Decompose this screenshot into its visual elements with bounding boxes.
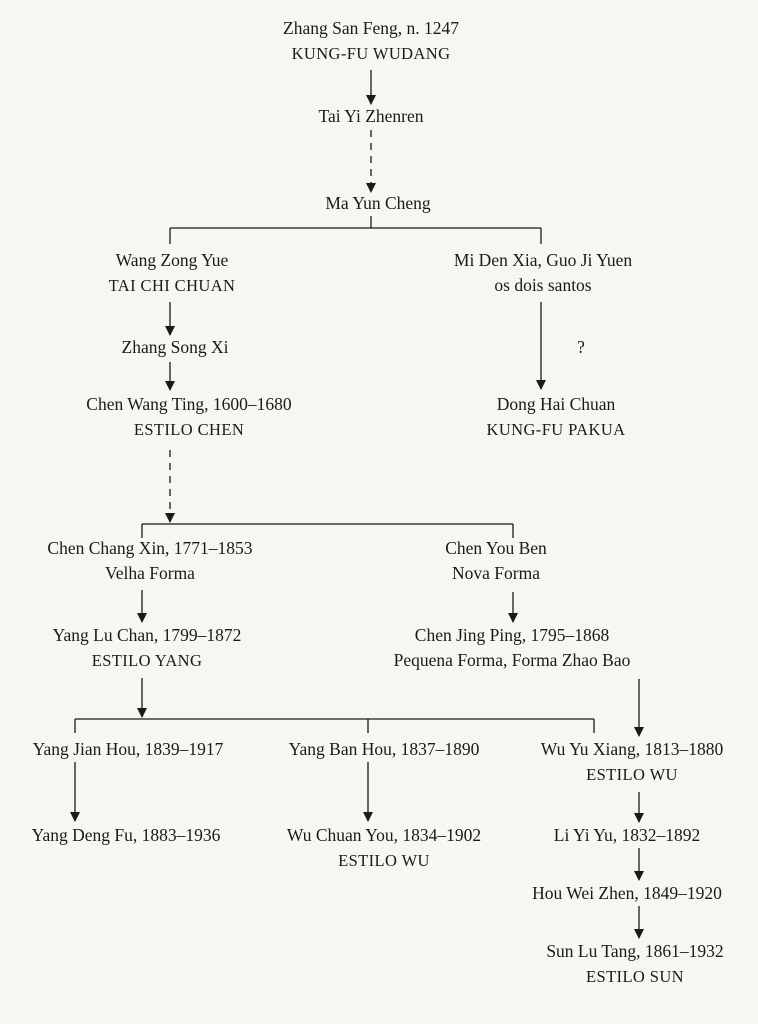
node-unknown: ?: [577, 335, 585, 360]
node-name: Dong Hai Chuan: [496, 394, 616, 414]
node-name: Yang Ban Hou, 1837–1890: [288, 739, 480, 759]
node-style: ESTILO CHEN: [133, 420, 245, 439]
node-name: Hou Wei Zhen, 1849–1920: [532, 883, 722, 903]
node-mi-den-xia: Mi Den Xia, Guo Ji Yuen os dois santos: [454, 248, 632, 298]
node-sun-lu-tang: Sun Lu Tang, 1861–1932 ESTILO SUN: [546, 939, 723, 989]
node-style: ESTILO YANG: [91, 651, 203, 670]
node-form: Pequena Forma, Forma Zhao Bao: [393, 650, 631, 670]
node-name: Chen Chang Xin, 1771–1853: [47, 538, 253, 558]
node-yang-jian-hou: Yang Jian Hou, 1839–1917: [33, 737, 224, 762]
node-ma-yun-cheng: Ma Yun Cheng: [325, 191, 430, 216]
node-chen-wang-ting: Chen Wang Ting, 1600–1680 ESTILO CHEN: [86, 392, 291, 442]
node-style: TAI CHI CHUAN: [108, 276, 236, 295]
node-wang-zong-yue: Wang Zong Yue TAI CHI CHUAN: [109, 248, 236, 298]
node-name: Yang Lu Chan, 1799–1872: [52, 625, 242, 645]
node-hou-wei-zhen: Hou Wei Zhen, 1849–1920: [532, 881, 722, 906]
node-name: Chen You Ben: [445, 538, 547, 558]
node-name: Li Yi Yu, 1832–1892: [553, 825, 701, 845]
node-zhang-san-feng: Zhang San Feng, n. 1247 KUNG-FU WUDANG: [283, 16, 459, 66]
node-name: ?: [577, 337, 585, 357]
node-chen-jing-ping: Chen Jing Ping, 1795–1868 Pequena Forma,…: [394, 623, 631, 673]
node-name: Chen Jing Ping, 1795–1868: [414, 625, 610, 645]
node-style: ESTILO WU: [586, 765, 678, 784]
node-name: Yang Jian Hou, 1839–1917: [32, 739, 224, 759]
node-name: Yang Deng Fu, 1883–1936: [31, 825, 221, 845]
node-chen-you-ben: Chen You Ben Nova Forma: [445, 536, 547, 586]
node-wu-chuan-you: Wu Chuan You, 1834–1902 ESTILO WU: [287, 823, 481, 873]
node-wu-yu-xiang: Wu Yu Xiang, 1813–1880 ESTILO WU: [541, 737, 723, 787]
node-name: Sun Lu Tang, 1861–1932: [546, 941, 724, 961]
node-li-yi-yu: Li Yi Yu, 1832–1892: [554, 823, 701, 848]
node-style: KUNG-FU WUDANG: [291, 44, 451, 63]
node-chen-chang-xin: Chen Chang Xin, 1771–1853 Velha Forma: [47, 536, 252, 586]
node-name: Ma Yun Cheng: [325, 193, 431, 213]
node-name: Wu Yu Xiang, 1813–1880: [540, 739, 724, 759]
node-name: Wang Zong Yue: [115, 250, 229, 270]
node-yang-deng-fu: Yang Deng Fu, 1883–1936: [32, 823, 221, 848]
node-name: Zhang San Feng, n. 1247: [283, 18, 459, 38]
node-form: Nova Forma: [452, 563, 540, 583]
node-style: KUNG-FU PAKUA: [486, 420, 626, 439]
node-zhang-song-xi: Zhang Song Xi: [122, 335, 229, 360]
node-style: ESTILO SUN: [586, 967, 684, 986]
node-dong-hai-chuan: Dong Hai Chuan KUNG-FU PAKUA: [487, 392, 626, 442]
node-style: ESTILO WU: [338, 851, 430, 870]
node-name: Zhang Song Xi: [121, 337, 229, 357]
node-name: Chen Wang Ting, 1600–1680: [86, 394, 292, 414]
node-name: Tai Yi Zhenren: [318, 106, 424, 126]
node-tai-yi-zhenren: Tai Yi Zhenren: [318, 104, 423, 129]
node-yang-ban-hou: Yang Ban Hou, 1837–1890: [289, 737, 480, 762]
node-note: os dois santos: [494, 275, 592, 295]
node-name: Wu Chuan You, 1834–1902: [286, 825, 482, 845]
node-name: Mi Den Xia, Guo Ji Yuen: [453, 250, 633, 270]
node-form: Velha Forma: [105, 563, 195, 583]
node-yang-lu-chan: Yang Lu Chan, 1799–1872 ESTILO YANG: [53, 623, 242, 673]
